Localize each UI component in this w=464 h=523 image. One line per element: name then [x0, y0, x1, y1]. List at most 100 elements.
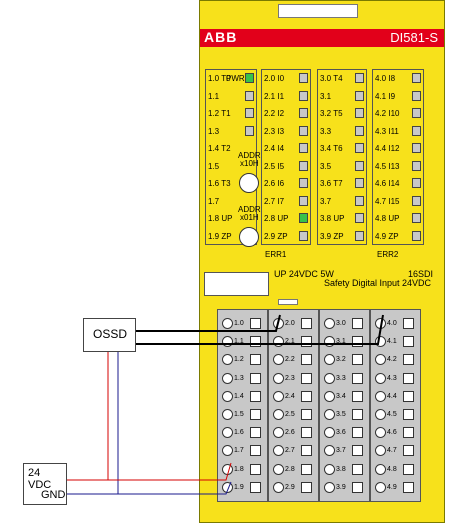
- terminal-screw-col1-0[interactable]: [273, 318, 284, 329]
- terminal-screw-col2-3[interactable]: [324, 372, 335, 384]
- terminal-clamp-col2-1[interactable]: [352, 336, 363, 348]
- terminal-screw-col1-3[interactable]: [273, 372, 284, 384]
- terminal-screw-col2-6[interactable]: [324, 427, 335, 439]
- terminal-clamp-col1-9[interactable]: [301, 481, 312, 493]
- terminal-screw-col1-6[interactable]: [273, 427, 284, 439]
- terminal-screw-col3-6[interactable]: [375, 427, 386, 439]
- terminal-clamp-col3-8[interactable]: [403, 463, 414, 475]
- terminal-screw-col0-0[interactable]: [222, 318, 233, 329]
- terminal-clamp-col0-8[interactable]: [250, 463, 261, 475]
- terminal-label-col3-2: 4.2: [387, 356, 397, 364]
- terminal-screw-col3-3[interactable]: [375, 372, 386, 384]
- terminal-clamp-col2-9[interactable]: [352, 481, 363, 493]
- terminal-screw-col1-9[interactable]: [273, 481, 284, 493]
- terminal-clamp-col1-1[interactable]: [301, 336, 312, 348]
- terminal-clamp-col1-2[interactable]: [301, 354, 312, 366]
- terminal-clamp-col1-3[interactable]: [301, 372, 312, 384]
- terminal-screw-col2-2[interactable]: [324, 354, 335, 366]
- terminal-label-col3-1: 4.1: [387, 338, 397, 346]
- addr-low-dial[interactable]: [239, 227, 259, 247]
- terminal-clamp-col1-0[interactable]: [301, 318, 312, 329]
- terminal-screw-col0-4[interactable]: [222, 390, 233, 402]
- terminal-clamp-col3-6[interactable]: [403, 427, 414, 439]
- terminal-screw-col1-7[interactable]: [273, 445, 284, 457]
- terminal-screw-col1-4[interactable]: [273, 390, 284, 402]
- terminal-screw-col3-2[interactable]: [375, 354, 386, 366]
- terminal-clamp-col2-4[interactable]: [352, 390, 363, 402]
- pwr-led: [245, 73, 254, 83]
- terminal-clamp-col1-4[interactable]: [301, 390, 312, 402]
- terminal-clamp-col0-4[interactable]: [250, 390, 261, 402]
- status-label-col0-8: 1.8 UP: [208, 214, 233, 223]
- terminal-screw-col3-5[interactable]: [375, 409, 386, 420]
- terminal-screw-col3-4[interactable]: [375, 390, 386, 402]
- terminal-clamp-col1-8[interactable]: [301, 463, 312, 475]
- terminal-clamp-col3-2[interactable]: [403, 354, 414, 366]
- terminal-clamp-col3-9[interactable]: [403, 481, 414, 493]
- terminal-screw-col2-4[interactable]: [324, 390, 335, 402]
- terminal-clamp-col0-6[interactable]: [250, 427, 261, 439]
- err2-label: ERR2: [377, 250, 399, 259]
- terminal-clamp-col3-5[interactable]: [403, 409, 414, 420]
- terminal-screw-col2-0[interactable]: [324, 318, 335, 329]
- terminal-screw-col3-1[interactable]: [375, 336, 386, 348]
- terminal-screw-col2-5[interactable]: [324, 409, 335, 420]
- status-label-col2-9: 3.9 ZP: [320, 231, 344, 241]
- terminal-screw-col0-1[interactable]: [222, 336, 233, 348]
- terminal-screw-col3-9[interactable]: [375, 481, 386, 493]
- terminal-screw-col1-5[interactable]: [273, 409, 284, 420]
- terminal-clamp-col1-5[interactable]: [301, 409, 312, 420]
- terminal-screw-col0-7[interactable]: [222, 445, 233, 457]
- terminal-clamp-col0-1[interactable]: [250, 336, 261, 348]
- terminal-screw-col0-8[interactable]: [222, 463, 233, 475]
- terminal-clamp-col2-8[interactable]: [352, 463, 363, 475]
- terminal-screw-col3-8[interactable]: [375, 463, 386, 475]
- terminal-clamp-col3-4[interactable]: [403, 390, 414, 402]
- status-label-col0-7: 1.7: [208, 196, 220, 206]
- terminal-label-col1-1: 2.1: [285, 338, 295, 346]
- terminal-clamp-col2-7[interactable]: [352, 445, 363, 457]
- terminal-label-col2-4: 3.4: [336, 392, 346, 400]
- terminal-clamp-col1-7[interactable]: [301, 445, 312, 457]
- status-led-col1-6: [299, 178, 308, 188]
- terminal-screw-col3-7[interactable]: [375, 445, 386, 457]
- terminal-clamp-col2-3[interactable]: [352, 372, 363, 384]
- terminal-screw-col0-9[interactable]: [222, 481, 233, 493]
- terminal-screw-col3-0[interactable]: [375, 318, 386, 329]
- status-label-col1-1: 2.1 I1: [264, 91, 285, 101]
- terminal-clamp-col1-6[interactable]: [301, 427, 312, 439]
- terminal-label-col0-5: 1.5: [234, 411, 244, 418]
- terminal-screw-col2-1[interactable]: [324, 336, 335, 348]
- terminal-clamp-col3-3[interactable]: [403, 372, 414, 384]
- terminal-clamp-col0-2[interactable]: [250, 354, 261, 366]
- terminal-clamp-col0-7[interactable]: [250, 445, 261, 457]
- supply-box: 24 VDC GND: [23, 463, 67, 505]
- terminal-screw-col0-2[interactable]: [222, 354, 233, 366]
- terminal-clamp-col3-0[interactable]: [403, 318, 414, 329]
- terminal-clamp-col0-5[interactable]: [250, 409, 261, 420]
- terminal-screw-col1-8[interactable]: [273, 463, 284, 475]
- terminal-clamp-col3-7[interactable]: [403, 445, 414, 457]
- terminal-clamp-col2-6[interactable]: [352, 427, 363, 439]
- terminal-clamp-col0-9[interactable]: [250, 481, 261, 493]
- terminal-screw-col2-7[interactable]: [324, 445, 335, 457]
- terminal-screw-col2-9[interactable]: [324, 481, 335, 493]
- terminal-label-col0-1: 1.1: [234, 338, 244, 346]
- terminal-clamp-col2-5[interactable]: [352, 409, 363, 420]
- addr-high-dial[interactable]: [239, 173, 259, 193]
- addr-low-sub: x01H: [240, 213, 259, 222]
- terminal-screw-col1-1[interactable]: [273, 336, 284, 348]
- terminal-clamp-col2-0[interactable]: [352, 318, 363, 329]
- terminal-screw-col0-6[interactable]: [222, 427, 233, 439]
- terminal-label-col2-1: 3.1: [336, 338, 346, 346]
- terminal-screw-col2-8[interactable]: [324, 463, 335, 475]
- terminal-screw-col0-3[interactable]: [222, 372, 233, 384]
- status-label-col2-3: 3.3: [320, 126, 332, 136]
- terminal-clamp-col2-2[interactable]: [352, 354, 363, 366]
- terminal-clip: [278, 299, 298, 305]
- terminal-screw-col0-5[interactable]: [222, 409, 233, 420]
- terminal-clamp-col0-0[interactable]: [250, 318, 261, 329]
- terminal-clamp-col3-1[interactable]: [403, 336, 414, 348]
- terminal-screw-col1-2[interactable]: [273, 354, 284, 366]
- terminal-clamp-col0-3[interactable]: [250, 372, 261, 384]
